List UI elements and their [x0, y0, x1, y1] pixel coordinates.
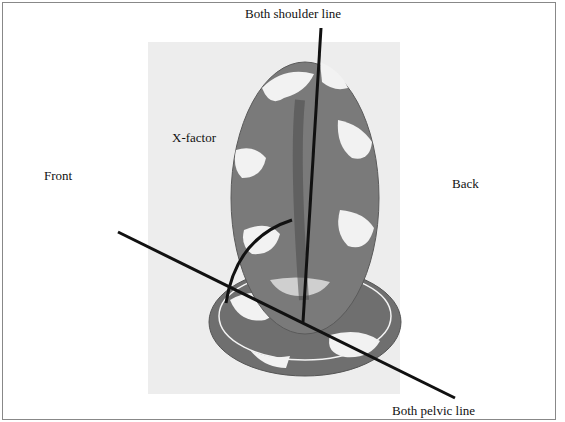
front-label: Front — [44, 168, 72, 184]
spine-shade — [298, 100, 304, 300]
trunk-patch — [320, 62, 348, 89]
shoulder-line-label: Both shoulder line — [245, 6, 341, 22]
pelvic-line-label: Both pelvic line — [392, 403, 475, 419]
trunk-patch — [262, 72, 314, 101]
pelvis-patch — [329, 332, 380, 357]
pelvic-line — [118, 232, 455, 398]
trunk-patch — [338, 120, 372, 159]
trunk-patch — [338, 210, 374, 247]
pelvis-patch — [250, 350, 290, 368]
trunk-patch — [235, 148, 266, 178]
figure-frame — [3, 3, 556, 420]
x-factor-arc — [226, 220, 292, 303]
photo-ground — [148, 42, 400, 394]
x-factor-label: X-factor — [172, 130, 216, 146]
back-label: Back — [452, 176, 479, 192]
shoulder-line — [303, 28, 321, 322]
